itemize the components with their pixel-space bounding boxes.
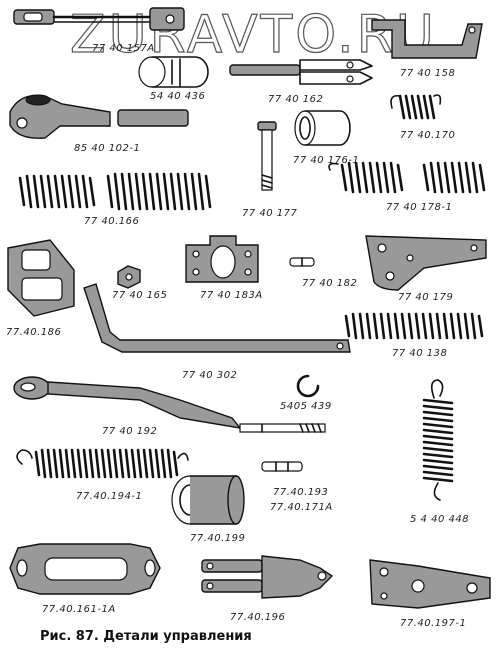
- part-number: 77 40 162: [268, 94, 323, 105]
- part-number: 77.40.196: [230, 612, 285, 623]
- part-number: 54 40 436: [150, 91, 205, 102]
- part-plate-197-1: [369, 559, 491, 609]
- part-number: 77 40 157A: [92, 43, 155, 54]
- part-rod-192: [13, 376, 326, 433]
- part-number: 77.40.171A: [270, 502, 333, 513]
- figure-caption: Рис. 87. Детали управления: [40, 629, 252, 644]
- part-plate-179: [365, 235, 487, 291]
- part-number: 77 40 179: [398, 292, 453, 303]
- part-number: 77.40.193: [273, 487, 328, 498]
- part-number: 77 40 182: [302, 278, 357, 289]
- part-link-186: [7, 239, 75, 317]
- part-spring-170: [390, 94, 442, 120]
- part-number: 5405 439: [280, 401, 332, 412]
- part-number: 77.40.186: [6, 327, 61, 338]
- part-coupling-199: [171, 475, 245, 525]
- part-number: 77 40 176-1: [293, 155, 359, 166]
- part-number: 85 40 102-1: [74, 143, 140, 154]
- part-bracket-158: [371, 19, 483, 59]
- part-snap-ring-439: [296, 374, 320, 398]
- part-bushing-436: [138, 56, 209, 88]
- part-number: 77 40 302: [182, 370, 237, 381]
- watermark: ZURAVTO.RU: [70, 5, 437, 65]
- part-number: 77.40.199: [190, 533, 245, 544]
- part-number: 77.40.161-1A: [42, 604, 116, 615]
- part-number: 77 40 177: [242, 208, 298, 219]
- part-number: 5 4 40 448: [410, 514, 469, 525]
- part-number: 77 40 158: [400, 68, 455, 79]
- part-springs-178-1: [328, 161, 486, 194]
- part-pin-182: [289, 257, 315, 267]
- part-strap-302: [83, 283, 351, 353]
- part-nut-165: [117, 265, 141, 289]
- part-number: 77.40.197-1: [400, 618, 466, 629]
- part-number: 77 40 138: [392, 348, 447, 359]
- part-number: 77.40.194-1: [76, 491, 142, 502]
- part-number: 77 40 178-1: [386, 202, 452, 213]
- part-number: 77 40 192: [102, 426, 157, 437]
- part-clamp-183a: [185, 235, 259, 283]
- part-pin-177: [257, 121, 277, 191]
- part-fork-rod-162: [229, 59, 373, 85]
- part-number: 77 40 165: [112, 290, 167, 301]
- part-clevis-rod-157a: [13, 7, 185, 31]
- part-lever-102-1: [9, 94, 189, 139]
- part-number: 77 40.170: [400, 130, 455, 141]
- part-number: 77 40.166: [84, 216, 139, 227]
- part-spring-448: [422, 379, 454, 501]
- part-number: 77 40 183A: [200, 290, 263, 301]
- part-sleeve-176-1: [294, 110, 351, 146]
- part-turnbuckle-161-1a: [9, 543, 161, 595]
- part-pin-193: [261, 461, 303, 472]
- part-fork-196: [201, 555, 334, 599]
- part-springs-166: [18, 172, 212, 211]
- part-spring-138: [344, 312, 484, 340]
- part-spring-194-1: [16, 448, 189, 479]
